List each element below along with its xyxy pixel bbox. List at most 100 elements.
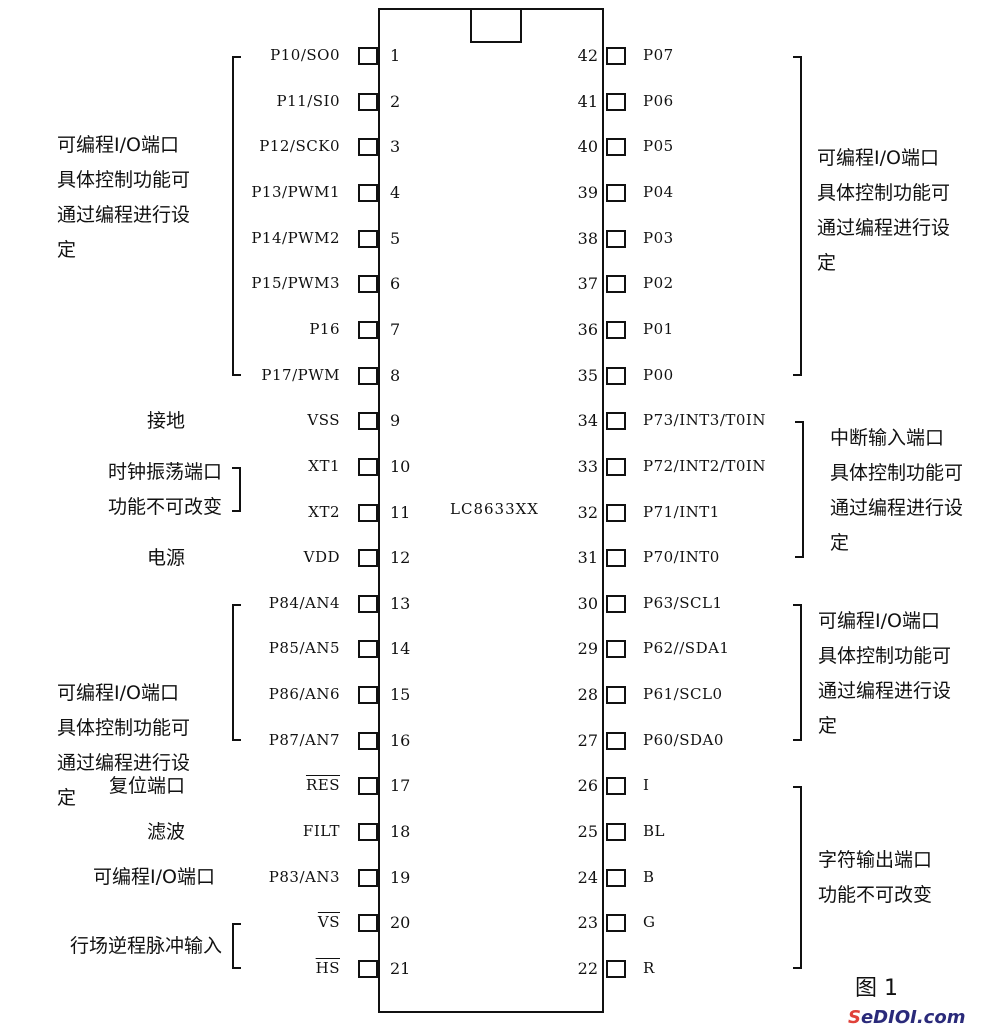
watermark-logo: SeDIOI.com [848, 1007, 966, 1028]
pin-pad [606, 47, 626, 65]
pin-pad [358, 777, 378, 796]
pin-pad [358, 868, 378, 887]
pin-name: P85/AN5 [268, 639, 340, 658]
pin-number: 35 [577, 365, 598, 385]
pin-number: 10 [390, 456, 411, 476]
pin-number: 4 [390, 182, 401, 202]
ic-body [378, 8, 604, 1013]
pin-name: I [643, 776, 650, 795]
pin-name: VS [317, 913, 340, 932]
pin-pad [606, 366, 626, 385]
pin-name: P17/PWM [261, 365, 340, 384]
pin-pad [358, 275, 378, 294]
pin-name: P72/INT2/T0IN [643, 456, 766, 475]
pin-number: 7 [390, 319, 401, 339]
group-label: 可编程I/O端口 具体控制功能可 通过编程进行设 定 [57, 681, 191, 809]
pin-number: 31 [577, 548, 598, 568]
pin-name: P84/AN4 [268, 593, 340, 612]
pin-number: 34 [577, 411, 598, 431]
pin-pad [358, 594, 378, 613]
pin-pad [358, 503, 378, 522]
pin-name: XT2 [308, 502, 340, 521]
pin-pad [606, 229, 626, 248]
pin-number: 6 [390, 274, 401, 294]
pin-pad [358, 47, 378, 65]
bracket [793, 603, 802, 741]
group-label: 可编程I/O端口 具体控制功能可 通过编程进行设 定 [817, 147, 951, 274]
group-label: 滤波 [146, 820, 185, 843]
pin-number: 1 [390, 46, 401, 65]
pin-pad [358, 549, 378, 568]
pin-number: 23 [577, 913, 598, 933]
pin-name: R [643, 959, 655, 977]
pin-number: 30 [577, 593, 598, 613]
pin-pad [358, 914, 378, 933]
pin-number: 33 [577, 456, 598, 476]
pin-pad [358, 320, 378, 339]
pin-number: 21 [390, 959, 411, 978]
group-label: 中断输入端口 具体控制功能可 通过编程进行设 定 [830, 427, 964, 555]
pin-number: 38 [577, 228, 598, 248]
pin-number: 32 [577, 502, 598, 522]
pin-pad [358, 640, 378, 659]
pin-number: 24 [577, 867, 598, 887]
pin-number: 13 [390, 593, 411, 613]
pin-number: 39 [577, 182, 598, 202]
group-label: 可编程I/O端口 [93, 866, 215, 889]
pin-pad [358, 686, 378, 705]
bracket [232, 603, 241, 741]
figure-label: 图 1 [855, 976, 898, 1001]
group-label: 字符输出端口 功能不可改变 [818, 848, 933, 906]
pin-pad [606, 549, 626, 568]
pin-name: P02 [643, 274, 674, 293]
pin-pad [606, 320, 626, 339]
group-label: 行场逆程脉冲输入 [69, 934, 222, 957]
pin-name: P10/SO0 [270, 46, 340, 64]
pin-name: P04 [643, 182, 674, 201]
pin-pad [606, 412, 626, 431]
pin-name: P14/PWM2 [251, 228, 340, 247]
pin-number: 12 [390, 548, 411, 568]
pin-name: B [643, 867, 655, 886]
pin-number: 8 [390, 365, 401, 385]
pin-pad [606, 823, 626, 842]
pin-pad [606, 960, 626, 978]
pin-name: P15/PWM3 [251, 274, 340, 293]
pin-name: P16 [309, 319, 340, 338]
bracket [232, 466, 241, 513]
bracket [232, 56, 241, 376]
pin-number: 28 [577, 685, 598, 705]
pin-pad [358, 366, 378, 385]
pin-pad [606, 183, 626, 202]
pin-number: 2 [390, 91, 401, 111]
pin-number: 41 [577, 91, 598, 111]
group-label: 电源 [146, 546, 185, 569]
ic-notch [470, 8, 522, 43]
pin-pad [606, 640, 626, 659]
group-label: 接地 [146, 409, 185, 432]
bracket [793, 786, 802, 969]
pin-name: P61/SCL0 [643, 685, 723, 704]
pin-pad [606, 594, 626, 613]
bracket [232, 923, 241, 969]
pin-pad [358, 412, 378, 431]
pin-name: BL [643, 822, 665, 841]
pin-number: 42 [577, 46, 598, 65]
pin-pad [606, 686, 626, 705]
pin-name: P63/SCL1 [643, 593, 723, 612]
pin-number: 15 [390, 685, 411, 705]
pin-number: 26 [577, 776, 598, 796]
pin-number: 36 [577, 319, 598, 339]
pin-pad [606, 92, 626, 111]
pin-pad [358, 229, 378, 248]
pin-name: G [643, 913, 656, 932]
pin-name: HS [315, 959, 340, 977]
pin-number: 20 [390, 913, 411, 933]
pin-name: P00 [643, 365, 674, 384]
pin-pad [606, 138, 626, 157]
pin-pad [358, 960, 378, 978]
pin-number: 19 [390, 867, 411, 887]
pin-pad [606, 457, 626, 476]
pin-number: 17 [390, 776, 411, 796]
pin-pad [606, 777, 626, 796]
